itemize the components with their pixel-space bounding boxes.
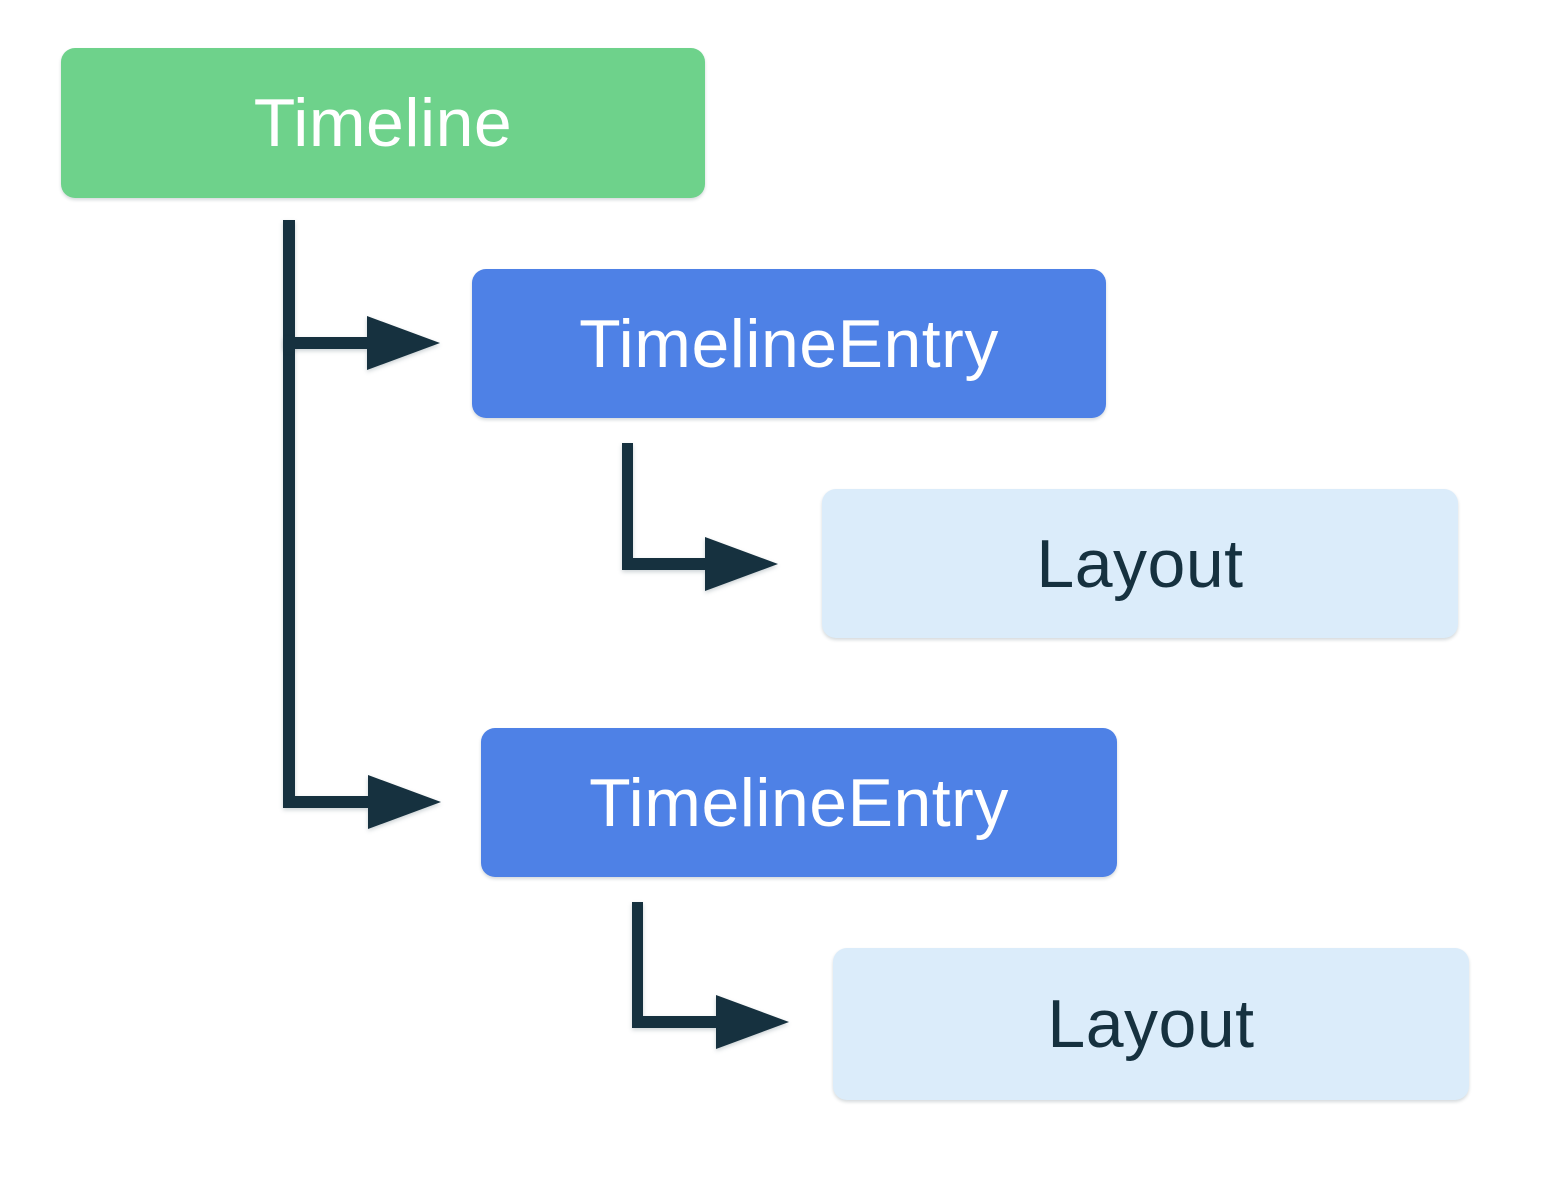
connector-line-horizontal xyxy=(632,1016,716,1028)
node-layout-1: Layout xyxy=(822,489,1458,638)
node-timeline-entry-1-label: TimelineEntry xyxy=(579,305,999,382)
connector-line-horizontal xyxy=(622,558,705,570)
node-layout-2: Layout xyxy=(833,948,1469,1100)
node-timeline-entry-2: TimelineEntry xyxy=(481,728,1117,877)
connector-line-vertical xyxy=(622,443,633,570)
connector-line-horizontal xyxy=(283,796,368,808)
arrowhead-icon xyxy=(368,775,441,829)
node-layout-2-label: Layout xyxy=(1047,986,1255,1062)
arrowhead-icon xyxy=(367,316,440,370)
connector-line-vertical xyxy=(283,220,295,808)
node-timeline-label: Timeline xyxy=(253,85,513,161)
node-timeline-entry-1: TimelineEntry xyxy=(472,269,1106,418)
connector-line-vertical xyxy=(632,902,643,1028)
node-layout-1-label: Layout xyxy=(1036,525,1244,602)
node-timeline: Timeline xyxy=(61,48,705,198)
connector-line-horizontal xyxy=(283,337,367,349)
node-timeline-entry-2-label: TimelineEntry xyxy=(589,764,1009,841)
arrowhead-icon xyxy=(705,537,778,591)
arrowhead-icon xyxy=(716,995,789,1049)
